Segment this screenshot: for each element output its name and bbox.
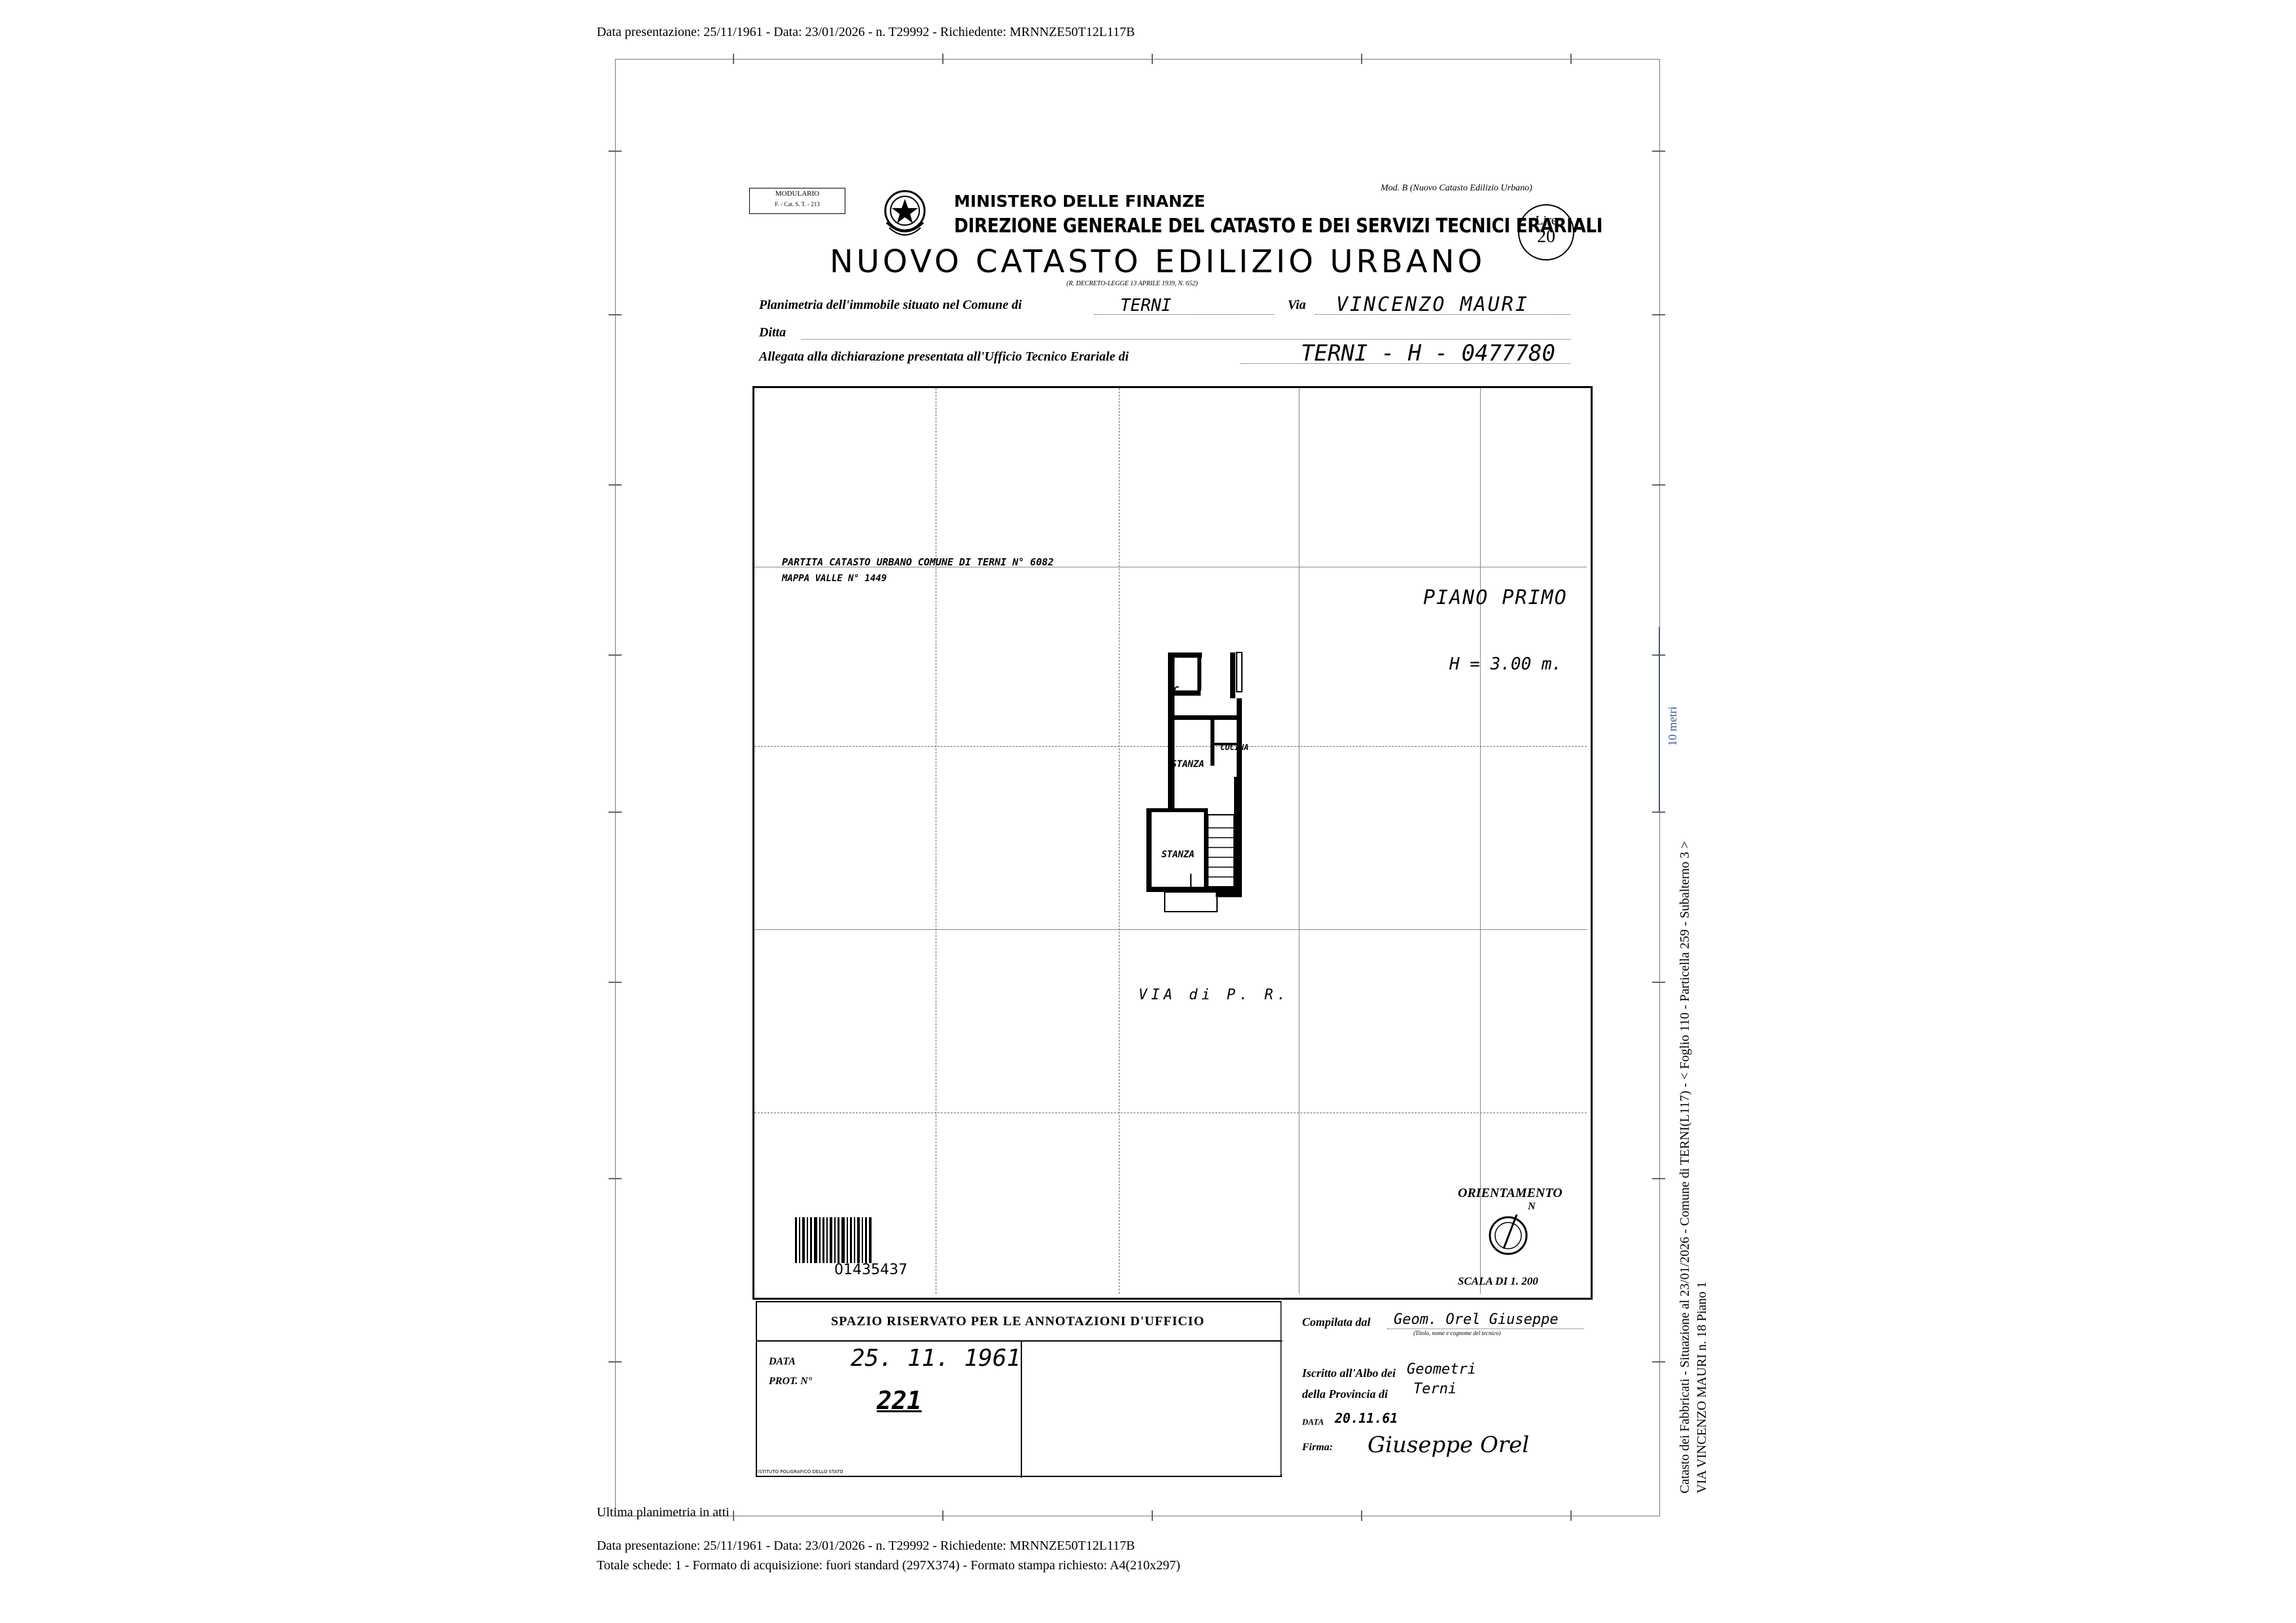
data2-label: DATA bbox=[1302, 1417, 1324, 1427]
data2-value: 20.11.61 bbox=[1335, 1410, 1398, 1426]
barcode-number: 01435437 bbox=[834, 1262, 908, 1278]
republic-emblem bbox=[881, 185, 928, 243]
iscritto-label: Iscritto all'Albo dei bbox=[1302, 1366, 1396, 1380]
lire-label: Lire bbox=[1535, 213, 1557, 228]
north-label: N bbox=[1528, 1201, 1536, 1212]
grid-line bbox=[1119, 388, 1120, 1294]
top-header-line: Data presentazione: 25/11/1961 - Data: 2… bbox=[597, 25, 1135, 39]
office-right-divider bbox=[1281, 1301, 1282, 1474]
mappa-line: MAPPA VALLE N° 1449 bbox=[782, 573, 887, 584]
room-stanza-2: STANZA bbox=[1161, 849, 1195, 860]
iscritto-value: Geometri bbox=[1407, 1361, 1476, 1378]
mod-b-label: Mod. B (Nuovo Catasto Edilizio Urbano) bbox=[1381, 183, 1532, 193]
planimetria-label: Planimetria dell'immobile situato nel Co… bbox=[759, 298, 1022, 312]
side-text-line-1: Catasto dei Fabbricati - Situazione al 2… bbox=[1678, 841, 1692, 1493]
printer-label: ISTITUTO POLIGRAFICO DELLO STATO bbox=[758, 1469, 843, 1474]
ultima-label: Ultima planimetria in atti bbox=[597, 1505, 730, 1520]
comune-value: TERNI bbox=[1120, 296, 1172, 315]
footer-line-2: Totale schede: 1 - Formato di acquisizio… bbox=[597, 1558, 1180, 1573]
scale-bar bbox=[1659, 627, 1660, 812]
provincia-label: della Provincia di bbox=[1302, 1387, 1388, 1400]
room-wc: WC bbox=[1168, 685, 1179, 696]
compilata-note: (Titolo, nome e cognome del tecnico) bbox=[1413, 1330, 1501, 1336]
office-data-value: 25. 11. 1961 bbox=[851, 1345, 1021, 1372]
side-text-line-2: VIA VINCENZO MAURI n. 18 Piano 1 bbox=[1695, 1281, 1709, 1493]
office-title-divider bbox=[756, 1340, 1282, 1342]
compass-icon bbox=[1485, 1211, 1531, 1257]
scala-label: SCALA DI 1. 200 bbox=[1458, 1275, 1538, 1287]
piano-label: PIANO PRIMO bbox=[1423, 586, 1568, 609]
office-data-label: DATA bbox=[769, 1356, 796, 1367]
via-pr-label: VIA di P. R. bbox=[1139, 987, 1290, 1003]
allegata-line bbox=[1240, 363, 1570, 364]
via-line bbox=[1315, 314, 1570, 315]
via-value: VINCENZO MAURI bbox=[1336, 293, 1529, 316]
lire-stamp: Lire 20 bbox=[1518, 204, 1574, 260]
spazio-title: SPAZIO RISERVATO PER LE ANNOTAZIONI D'UF… bbox=[831, 1314, 1205, 1329]
floor-plan bbox=[1139, 651, 1266, 919]
compilata-value: Geom. Orel Giuseppe bbox=[1394, 1311, 1559, 1328]
scale-bar-label: 10 metri bbox=[1666, 706, 1679, 747]
footer-line-1: Data presentazione: 25/11/1961 - Data: 2… bbox=[597, 1539, 1135, 1553]
ministry-title: MINISTERO DELLE FINANZE bbox=[954, 192, 1205, 211]
firma-label: Firma: bbox=[1302, 1442, 1333, 1453]
grid-line bbox=[754, 929, 1587, 930]
provincia-value: Terni bbox=[1413, 1381, 1457, 1397]
partita-line: PARTITA CATASTO URBANO COMUNE DI TERNI N… bbox=[782, 556, 1054, 568]
office-inner-divider bbox=[1021, 1340, 1022, 1478]
via-label: Via bbox=[1288, 298, 1306, 312]
allegata-value: TERNI - H - 0477780 bbox=[1301, 340, 1555, 366]
modulario-code: F. - Cat. S. T. - 213 bbox=[775, 201, 820, 207]
modulario-label: MODULARIO bbox=[775, 190, 820, 198]
barcode bbox=[795, 1217, 874, 1263]
ditta-label: Ditta bbox=[759, 325, 786, 340]
signature: Giuseppe Orel bbox=[1368, 1432, 1530, 1458]
modulario-box: MODULARIO F. - Cat. S. T. - 213 bbox=[749, 188, 845, 214]
allegata-label: Allegata alla dichiarazione presentata a… bbox=[759, 349, 1129, 364]
catasto-title: NUOVO CATASTO EDILIZIO URBANO bbox=[830, 243, 1486, 280]
decree-label: (R. DECRETO-LEGGE 13 APRILE 1939, N. 652… bbox=[1067, 280, 1198, 287]
prot-label: PROT. N° bbox=[769, 1376, 813, 1387]
direction-title: DIREZIONE GENERALE DEL CATASTO E DEI SER… bbox=[954, 215, 1603, 238]
ditta-line bbox=[802, 339, 1570, 340]
grid-line bbox=[1480, 388, 1481, 1294]
height-label: H = 3.00 m. bbox=[1449, 654, 1563, 674]
room-cucina: CUCINA bbox=[1220, 743, 1249, 752]
compilata-label: Compilata dal bbox=[1302, 1315, 1371, 1329]
orientamento-label: ORIENTAMENTO bbox=[1458, 1186, 1563, 1200]
comune-line bbox=[1094, 314, 1275, 315]
prot-value: 221 bbox=[877, 1386, 922, 1415]
lire-value: 20 bbox=[1537, 226, 1555, 247]
room-stanza-1: STANZA bbox=[1171, 759, 1205, 770]
plan-area bbox=[752, 386, 1593, 1300]
